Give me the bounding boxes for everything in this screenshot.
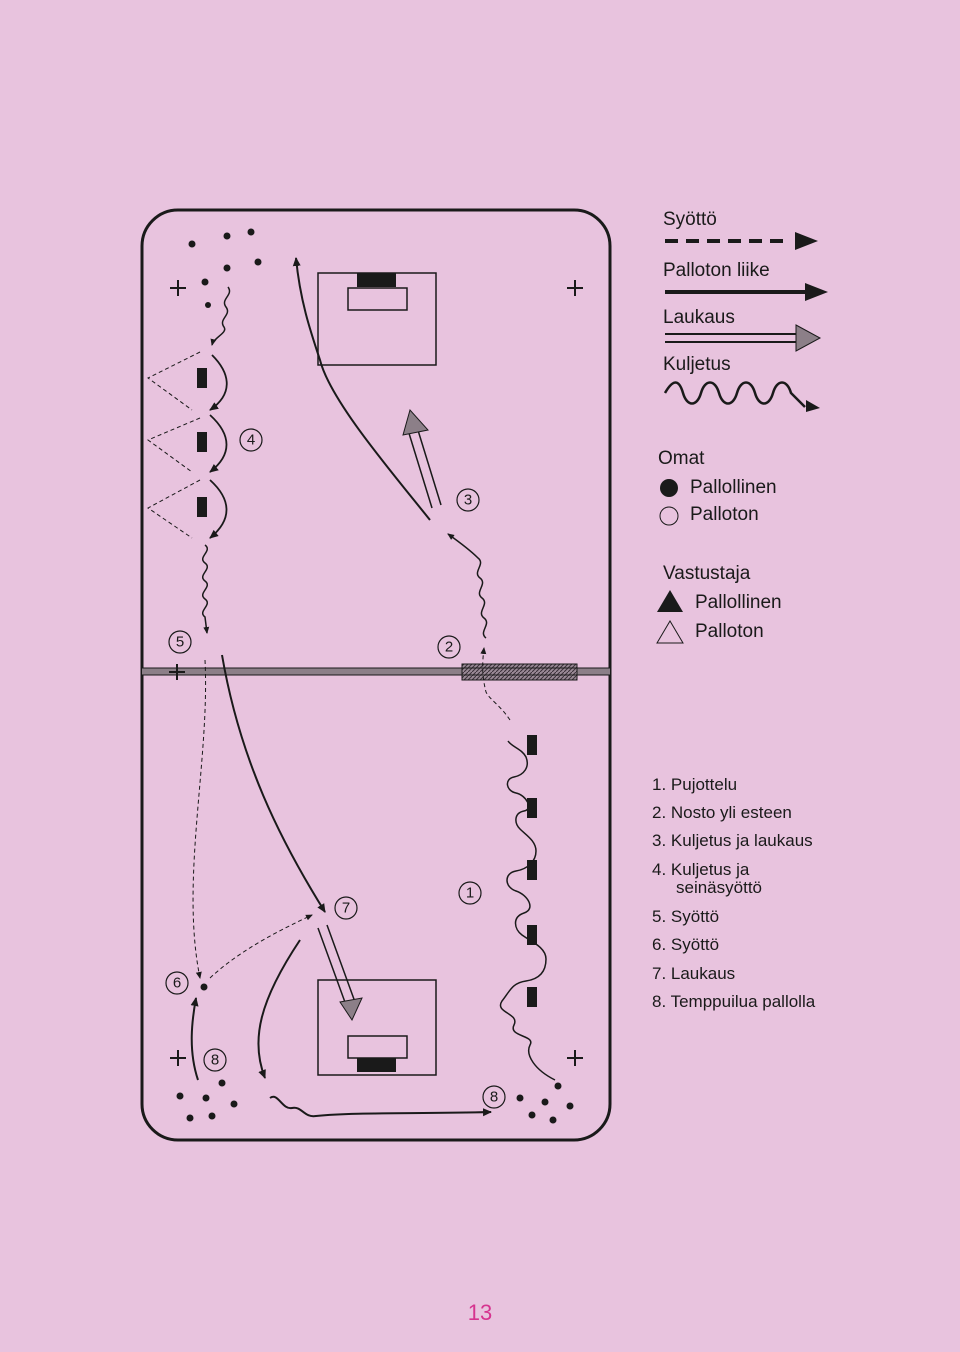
station-6-7-paths [190, 654, 492, 1118]
drill-item-continuation: seinäsyöttö [676, 878, 762, 897]
legend-omat-palloton: Palloton [690, 504, 759, 525]
drill-item: 2. Nosto yli esteen [652, 803, 792, 822]
legend-palloton-liike-label: Palloton liike [663, 260, 770, 281]
opponent-with-ball-icon [657, 590, 683, 612]
legend: Syöttö Palloton liike Laukaus Kuljetus O… [656, 209, 828, 644]
drill-item: 1. Pujottelu [652, 775, 737, 794]
station-label-8-right: 8 [482, 1085, 506, 1109]
slalom-poles [527, 735, 537, 1007]
opponent-without-ball-icon [656, 620, 684, 644]
station-label-8-left: 8 [203, 1048, 227, 1072]
cone-markers [169, 280, 583, 1066]
center-barrier [461, 663, 578, 681]
legend-vastustaja-palloton: Palloton [695, 621, 764, 642]
svg-text:8: 8 [211, 1052, 219, 1069]
svg-text:4: 4 [247, 432, 255, 449]
legend-omat-title: Omat [658, 448, 705, 469]
svg-text:7: 7 [342, 900, 350, 917]
legend-vastustaja-pallollinen: Pallollinen [695, 592, 782, 613]
svg-text:3: 3 [464, 492, 472, 509]
drill-item: 7. Laukaus [652, 964, 735, 983]
drill-item: 5. Syöttö [652, 907, 719, 926]
station-1-path [480, 647, 556, 1081]
station-4-paths [146, 286, 231, 979]
dribble-arrow-icon [663, 381, 806, 408]
shot-arrow-icon [665, 324, 822, 352]
balls-bottom-right [516, 1082, 574, 1124]
center-line [142, 668, 610, 675]
own-player-without-ball-icon [659, 506, 679, 526]
station-label-2: 2 [437, 635, 461, 659]
station-label-6: 6 [165, 971, 189, 995]
svg-text:8: 8 [490, 1089, 498, 1106]
legend-vastustaja-title: Vastustaja [663, 563, 751, 584]
station-label-4: 4 [239, 428, 263, 452]
legend-kuljetus-label: Kuljetus [663, 354, 731, 375]
station-2-3-paths [292, 257, 488, 639]
drill-item: 8. Temppuilua pallolla [652, 992, 816, 1011]
bottom-goal [317, 979, 437, 1076]
station-label-3: 3 [456, 488, 480, 512]
own-player-with-ball-icon [660, 479, 678, 497]
balls-bottom-left [176, 1079, 238, 1122]
page-number: 13 [467, 1300, 493, 1325]
svg-text:5: 5 [176, 634, 184, 651]
station-label-7: 7 [334, 896, 358, 920]
drill-item: 4. Kuljetus ja [652, 860, 750, 879]
top-goal [317, 272, 437, 366]
svg-text:6: 6 [173, 975, 181, 992]
drill-item: 3. Kuljetus ja laukaus [652, 831, 813, 850]
svg-text:1: 1 [466, 885, 474, 902]
balls-top-left [188, 228, 262, 308]
drill-list: 1. Pujottelu 2. Nosto yli esteen 3. Kulj… [652, 775, 816, 1011]
svg-text:2: 2 [445, 639, 453, 656]
drill-item: 6. Syöttö [652, 935, 719, 954]
legend-laukaus-label: Laukaus [663, 307, 735, 328]
wall-blocks-left [197, 368, 207, 517]
legend-syotto-label: Syöttö [663, 209, 717, 230]
legend-omat-pallollinen: Pallollinen [690, 477, 777, 498]
station-label-5: 5 [168, 630, 192, 654]
station-label-1: 1 [458, 881, 482, 905]
